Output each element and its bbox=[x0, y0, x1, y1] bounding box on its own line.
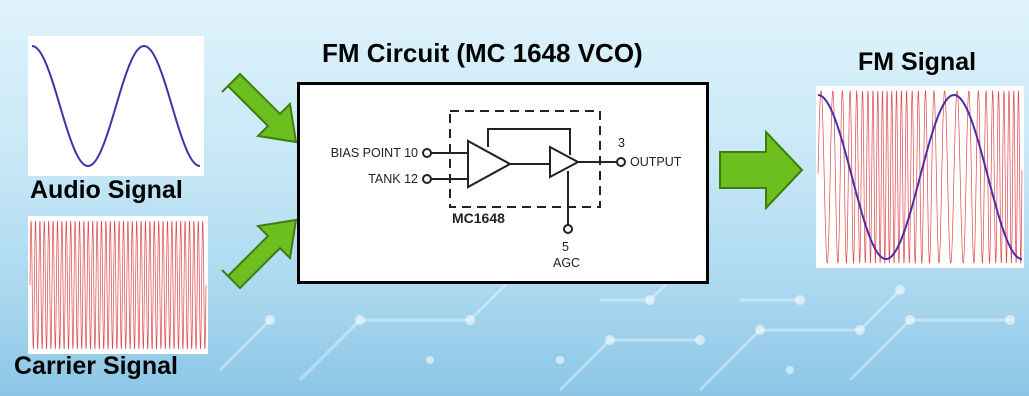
output-pin-number: 3 bbox=[618, 136, 625, 150]
circuit-to-fm-arrow bbox=[719, 129, 804, 211]
output-pin-terminal bbox=[616, 157, 626, 167]
tank-pin-label: TANK 12 bbox=[368, 172, 418, 186]
bias-pin-label: BIAS POINT 10 bbox=[331, 146, 418, 160]
agc-pin-number: 5 bbox=[562, 240, 569, 254]
agc-pin-label: AGC bbox=[553, 256, 580, 270]
audio-signal-label: Audio Signal bbox=[30, 176, 183, 204]
output-pin-label: OUTPUT bbox=[630, 155, 682, 169]
tank-pin-terminal bbox=[422, 174, 432, 184]
fm-waveform bbox=[817, 89, 1023, 265]
mc1648-schematic: BIAS POINT 10 TANK 12 3 OUTPUT 5 AGC MC1… bbox=[331, 110, 682, 270]
carrier-signal-panel bbox=[28, 216, 208, 354]
fm-modulating-line bbox=[817, 93, 1023, 261]
audio-sine-line bbox=[31, 44, 201, 168]
audio-to-circuit-arrow bbox=[221, 72, 298, 144]
input-arrows bbox=[221, 72, 298, 290]
chip-boundary bbox=[449, 110, 601, 208]
fm-circuit-box: BIAS POINT 10 TANK 12 3 OUTPUT 5 AGC MC1… bbox=[297, 82, 709, 284]
chip-label: MC1648 bbox=[452, 210, 505, 226]
feedback-loop bbox=[487, 128, 571, 155]
amplifier-2 bbox=[549, 145, 581, 179]
audio-waveform bbox=[31, 44, 201, 168]
amplifier-1 bbox=[467, 139, 513, 189]
audio-signal-panel bbox=[28, 36, 204, 176]
carrier-to-circuit-arrow bbox=[221, 218, 298, 290]
diagram-title: FM Circuit (MC 1648 VCO) bbox=[322, 38, 643, 68]
carrier-sine-line bbox=[29, 220, 207, 350]
carrier-signal-label: Carrier Signal bbox=[14, 352, 178, 380]
agc-pin-terminal bbox=[563, 224, 573, 234]
carrier-waveform bbox=[29, 220, 207, 350]
fm-signal-label: FM Signal bbox=[858, 48, 977, 76]
bias-pin-terminal bbox=[422, 148, 432, 158]
fm-signal-panel bbox=[816, 86, 1024, 268]
